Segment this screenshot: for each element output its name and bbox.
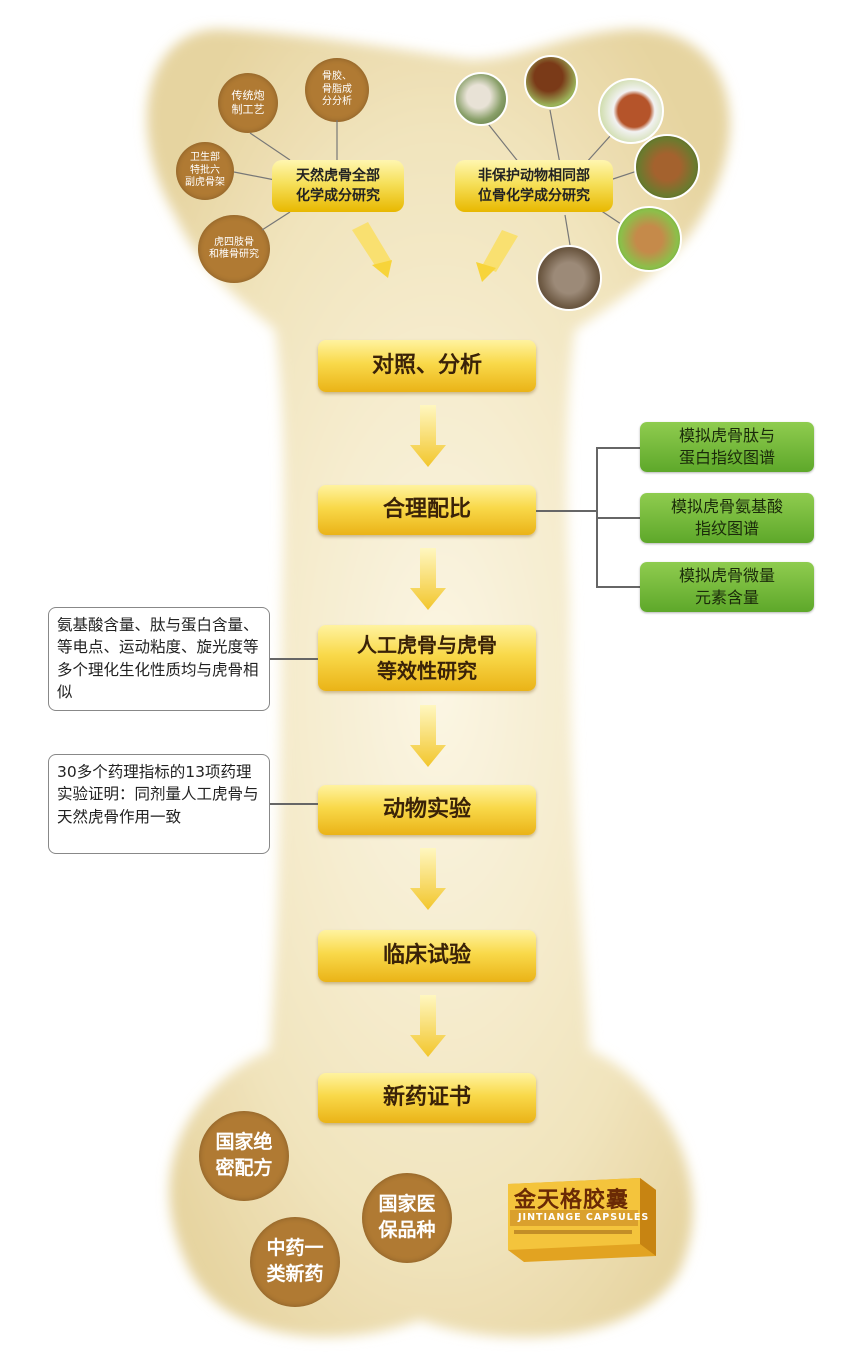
rabbit-photo xyxy=(536,245,602,311)
top-left-connectors xyxy=(233,120,392,278)
non-protected-animal-research-label: 非保护动物相同部 位骨化学成分研究 xyxy=(455,160,613,212)
step-clinical-trial: 临床试验 xyxy=(318,930,536,982)
circle-tcm-class-one-drug: 中药一 类新药 xyxy=(250,1217,340,1307)
cow-photo xyxy=(598,78,664,144)
top-right-connectors xyxy=(476,109,641,282)
deer-photo xyxy=(634,134,700,200)
green-connector-2 xyxy=(596,517,640,519)
step-new-drug-certificate: 新药证书 xyxy=(318,1073,536,1123)
step-animal-experiment: 动物实验 xyxy=(318,785,536,835)
horse-photo xyxy=(524,55,578,109)
natural-tiger-bone-research-label: 天然虎骨全部 化学成分研究 xyxy=(272,160,404,212)
circle-national-insurance-drug: 国家医 保品种 xyxy=(362,1173,452,1263)
note-1-connector xyxy=(270,658,318,660)
circle-national-secret-formula: 国家绝 密配方 xyxy=(199,1111,289,1201)
green-box-peptide-fingerprint: 模拟虎骨肽与 蛋白指纹图谱 xyxy=(640,422,814,472)
circle-tiger-skeleton: 卫生部 特批六 副虎骨架 xyxy=(176,142,234,200)
product-name-en: JINTIANGE CAPSULES xyxy=(518,1212,650,1223)
note-2-connector xyxy=(270,803,318,805)
step-equivalence-research: 人工虎骨与虎骨 等效性研究 xyxy=(318,625,536,691)
circle-traditional-process: 传统炮 制工艺 xyxy=(218,73,278,133)
green-connector-1 xyxy=(596,447,640,449)
product-name-cn: 金天格胶囊 xyxy=(514,1187,630,1213)
green-connector-3 xyxy=(596,586,640,588)
note-physicochemical-similarity: 氨基酸含量、肽与蛋白含量、等电点、运动粘度、旋光度等多个理化生化性质均与虎骨相似 xyxy=(48,607,270,711)
circle-bone-glue-analysis: 骨胶、 骨脂成 分分析 xyxy=(305,58,369,122)
ratio-connector-horizontal xyxy=(536,510,596,512)
circle-limb-vertebra: 虎四肢骨 和椎骨研究 xyxy=(198,215,270,283)
green-box-trace-elements: 模拟虎骨微量 元素含量 xyxy=(640,562,814,612)
note-pharmacology-experiments: 30多个药理指标的13项药理实验证明：同剂量人工虎骨与天然虎骨作用一致 xyxy=(48,754,270,854)
sika-deer-photo xyxy=(616,206,682,272)
goat-photo xyxy=(454,72,508,126)
step-compare-analyze: 对照、分析 xyxy=(318,340,536,392)
green-box-amino-acid-fingerprint: 模拟虎骨氨基酸 指纹图谱 xyxy=(640,493,814,543)
step-ratio: 合理配比 xyxy=(318,485,536,535)
flow-arrows xyxy=(410,405,446,1057)
green-connector-vertical xyxy=(596,447,598,586)
product-box: 金天格胶囊 JINTIANGE CAPSULES xyxy=(500,1170,660,1266)
